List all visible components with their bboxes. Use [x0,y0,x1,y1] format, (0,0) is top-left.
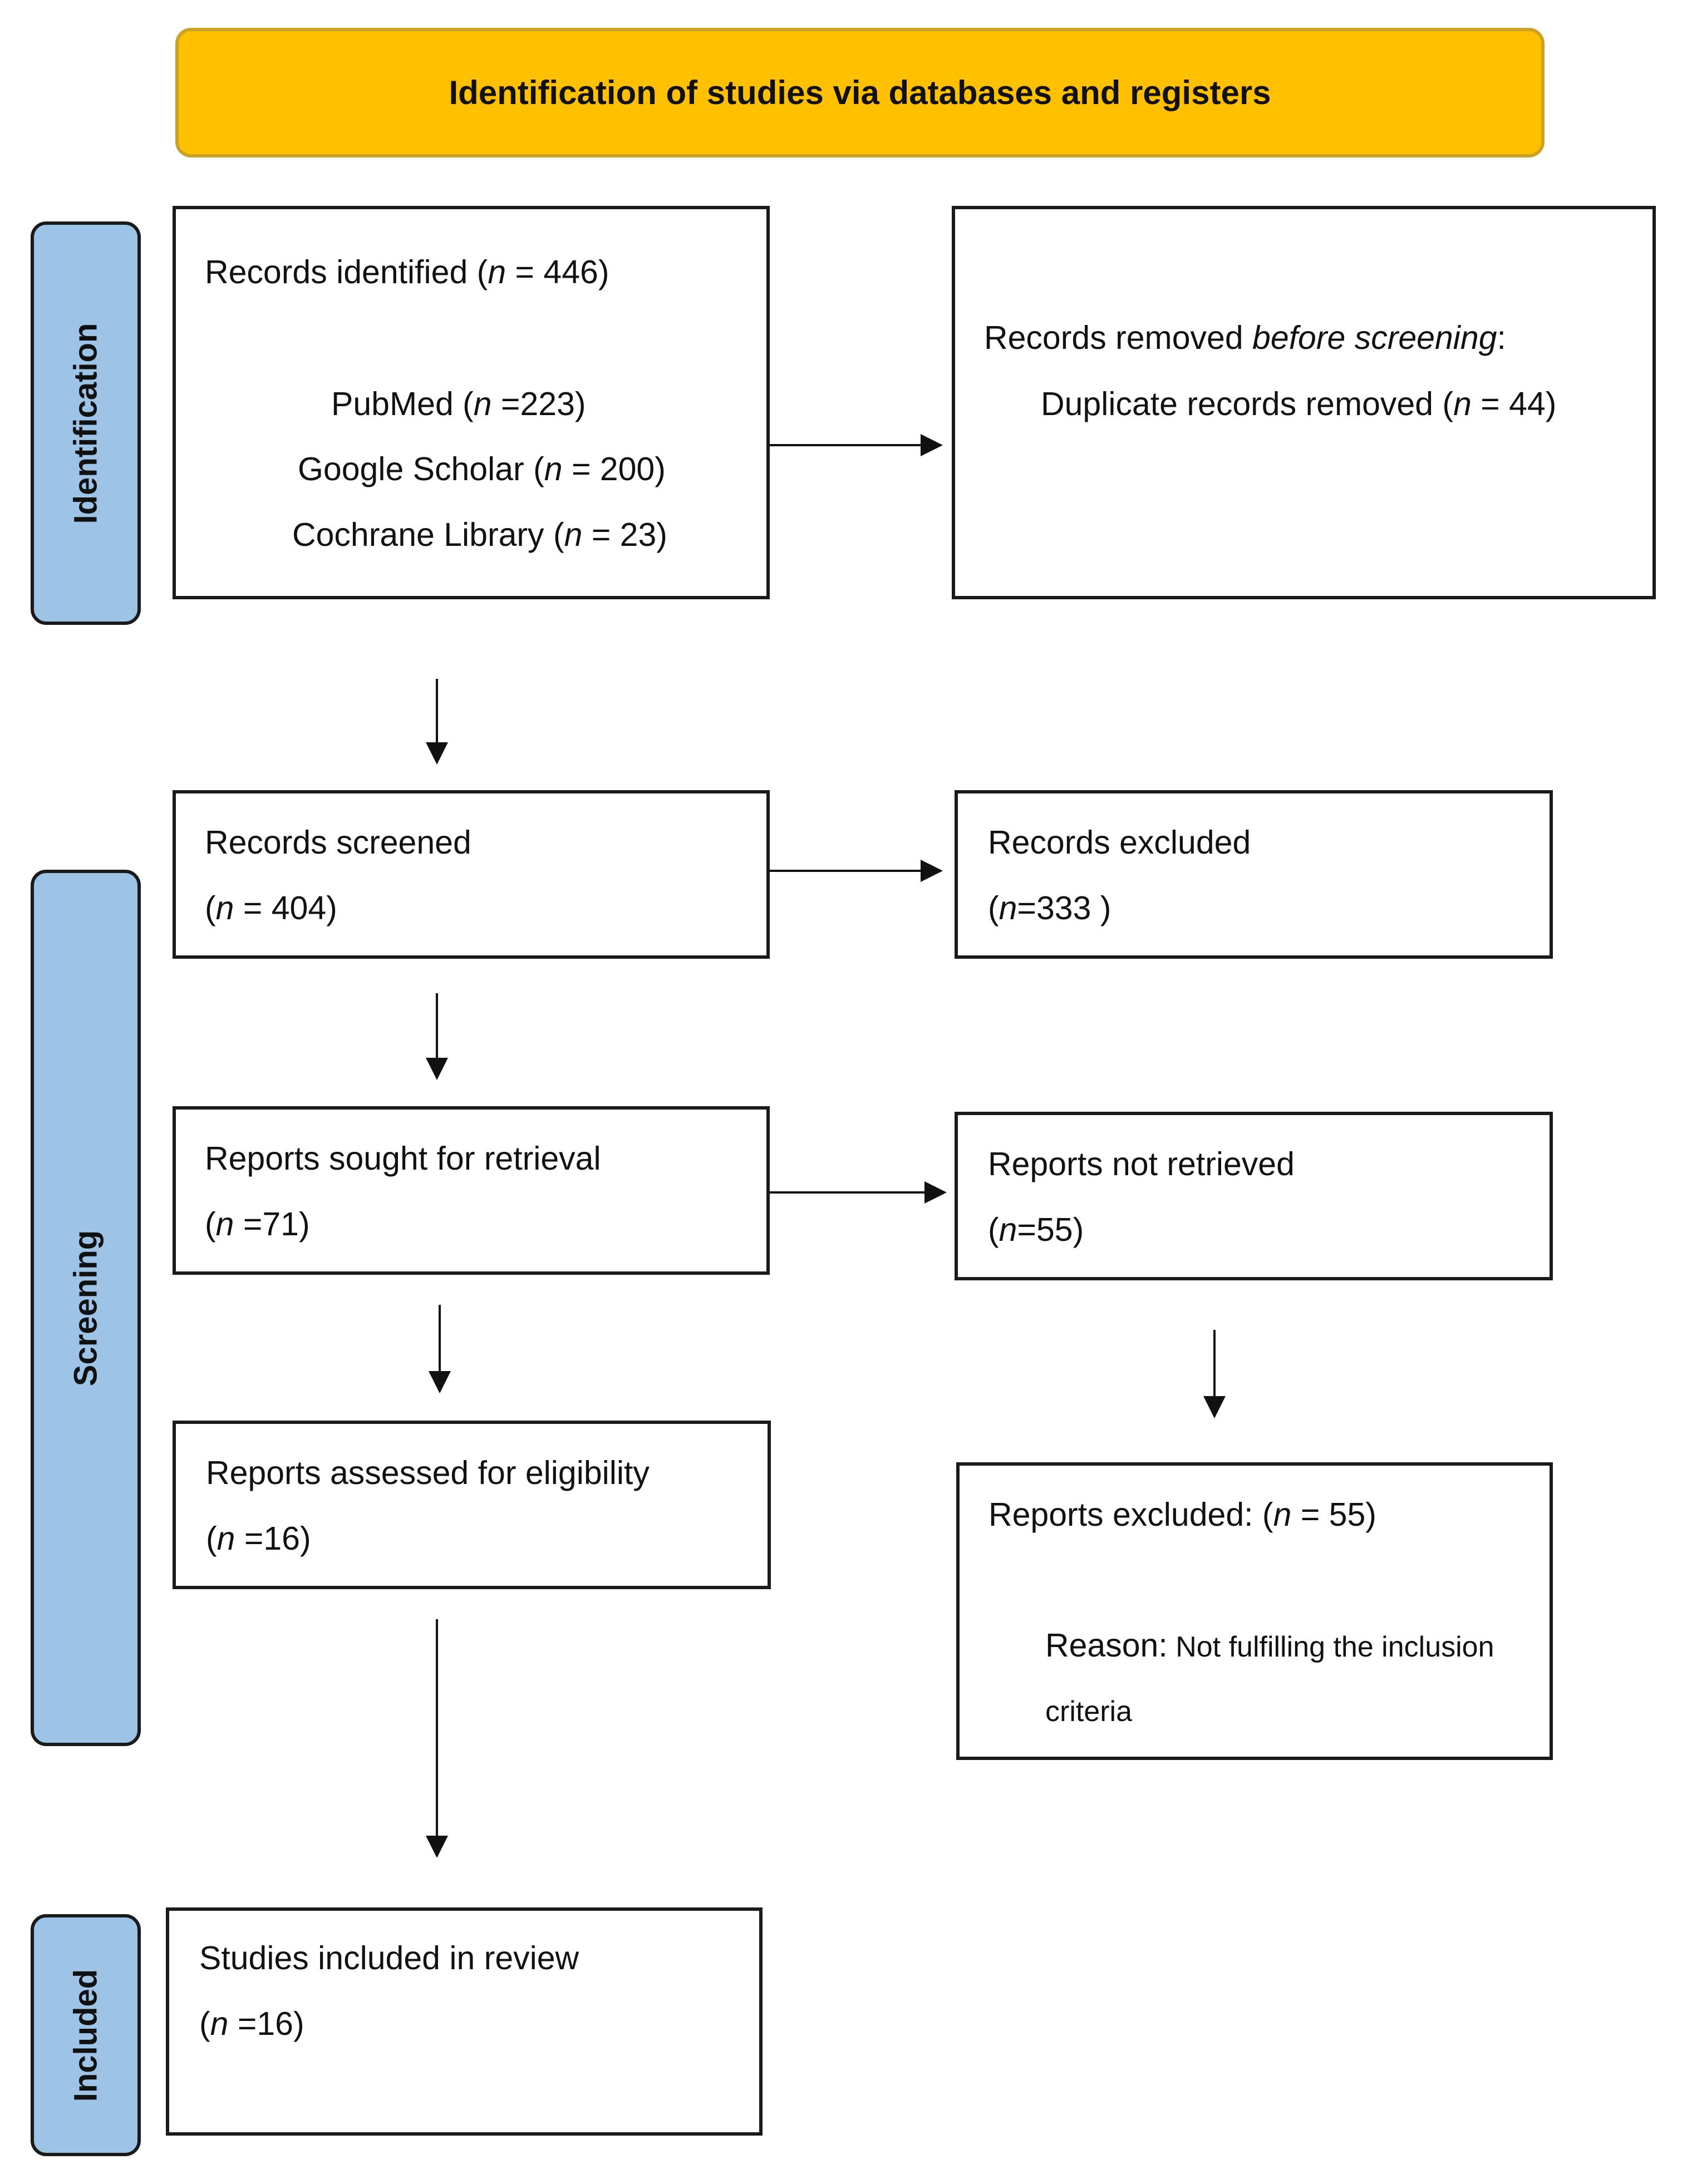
phase-included: Included [31,1914,141,2156]
records-removed-title: Records removed before screening: [984,319,1506,356]
records-excluded-box [955,790,1553,959]
reports-not-retrieved-title: Reports not retrieved [988,1146,1295,1182]
records-identified-title: Records identified (n = 446) [205,254,609,290]
reports-excluded-reason: Reason: Not fulfilling the inclusion [1045,1627,1494,1664]
pubmed-count: PubMed (n =223) [331,386,586,422]
cochrane-count: Cochrane Library (n = 23) [292,516,667,553]
reports-assessed-count: (n =16) [206,1520,311,1557]
records-excluded-count: (n=333 ) [988,890,1111,926]
reports-excluded-title: Reports excluded: (n = 55) [988,1496,1376,1533]
reports-sought-box [173,1106,770,1275]
reports-excluded-reason-cont: criteria [1045,1695,1133,1728]
reports-sought-title: Reports sought for retrieval [205,1140,601,1177]
reports-assessed-box [173,1421,771,1589]
studies-included-title: Studies included in review [199,1940,579,1976]
header-banner: Identification of studies via databases … [175,28,1545,157]
reports-not-retrieved-box [955,1112,1553,1280]
records-screened-box [173,790,770,959]
studies-included-count: (n =16) [199,2005,304,2042]
phase-screening: Screening [31,870,141,1746]
records-screened-count: (n = 404) [205,890,337,926]
records-screened-title: Records screened [205,824,471,861]
reports-excluded-box [956,1462,1553,1760]
reports-assessed-title: Reports assessed for eligibility [206,1455,650,1491]
phase-identification: Identification [31,221,141,625]
google-scholar-count: Google Scholar (n = 200) [298,451,666,487]
reports-not-retrieved-count: (n=55) [988,1211,1084,1248]
records-identified-box [173,206,770,599]
duplicates-removed: Duplicate records removed (n = 44) [1041,386,1557,422]
records-excluded-title: Records excluded [988,824,1251,861]
studies-included-box [166,1907,763,2136]
header-title: Identification of studies via databases … [449,74,1271,111]
reports-sought-count: (n =71) [205,1206,310,1243]
records-removed-box [952,206,1656,599]
